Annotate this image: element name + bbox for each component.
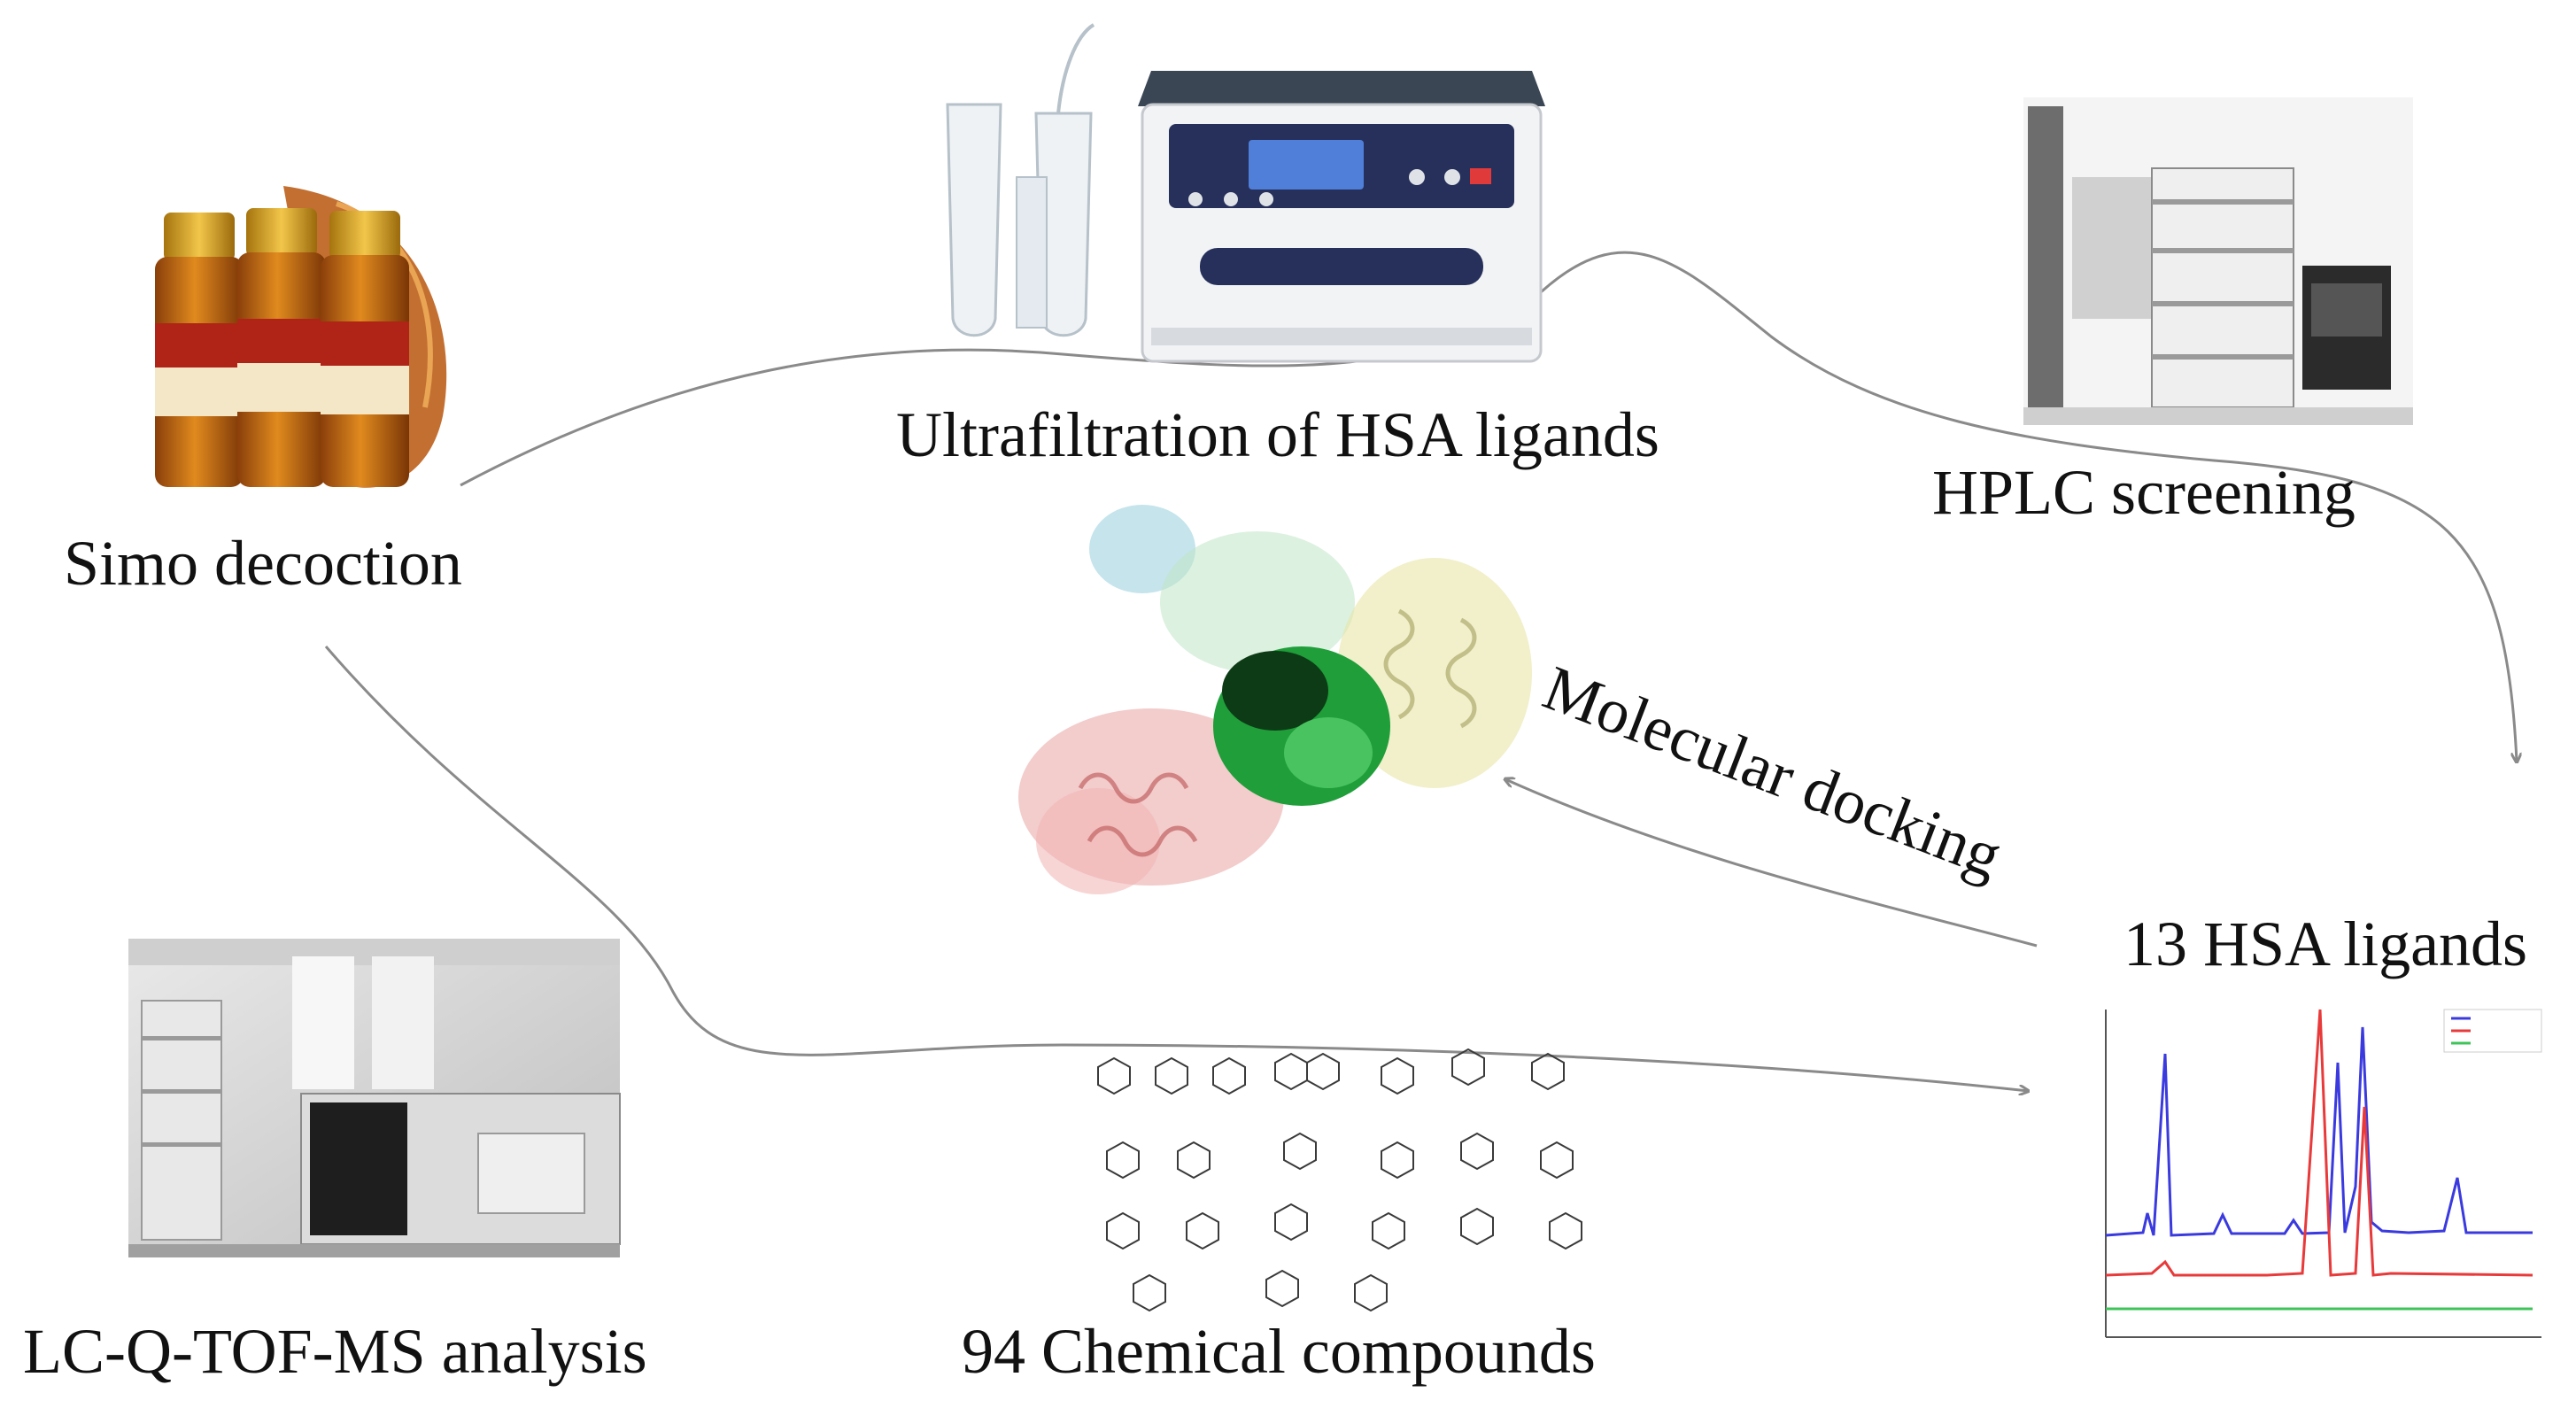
mass-spectrometer-icon — [128, 939, 621, 1257]
ultrafiltration-label: Ultrafiltration of HSA ligands — [896, 399, 1659, 470]
protein-structure-icon — [1018, 505, 1532, 894]
chemical-structures-icon — [1097, 1048, 1582, 1312]
arrow-decoction-to-compounds — [324, 646, 2028, 1091]
hsa-ligands-label: 13 HSA ligands — [2123, 909, 2528, 979]
simo-decoction-label: Simo decoction — [64, 528, 462, 599]
hplc-instrument-icon — [2023, 97, 2413, 425]
hplc-screening-label: HPLC screening — [1932, 457, 2356, 528]
chromatogram-icon — [2072, 1001, 2550, 1355]
arrow-ultrafiltration-to-hplc — [1539, 251, 2517, 762]
chemical-compounds-label: 94 Chemical compounds — [962, 1316, 1596, 1387]
arrow-ligands-to-docking — [1505, 779, 2038, 948]
medicine-vials-icon — [155, 186, 447, 488]
centrifuge-icon — [946, 23, 1545, 363]
lcms-analysis-label: LC-Q-TOF-MS analysis — [23, 1316, 647, 1387]
